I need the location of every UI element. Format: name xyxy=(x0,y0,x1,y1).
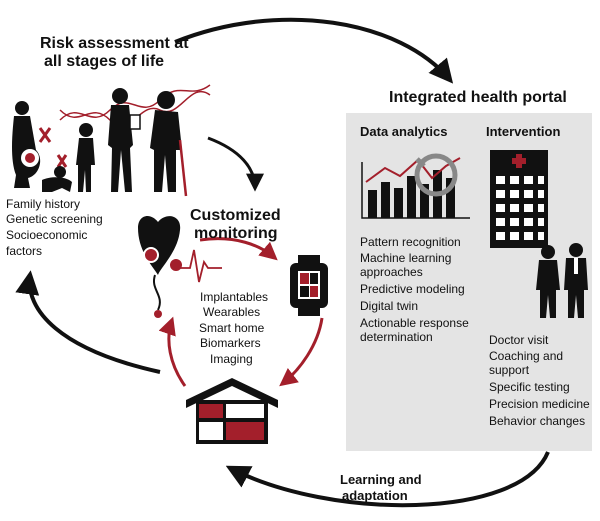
monitoring-item-imaging: Imaging xyxy=(210,352,253,366)
intervention-item-coaching: Coaching and support xyxy=(489,349,564,377)
monitoring-item-smart-home: Smart home xyxy=(199,321,265,335)
intervention-item-doctor-visit: Doctor visit xyxy=(489,333,549,347)
crawling-baby-icon xyxy=(42,166,72,192)
risk-item-genetic-screening: Genetic screening xyxy=(6,212,103,226)
monitoring-item-implantables: Implantables xyxy=(200,290,269,304)
intervention-item-precision-medicine: Precision medicine xyxy=(489,397,590,411)
analytics-item-machine-learning: Machine learning approaches xyxy=(360,251,452,279)
learning-label-line1: Learning and xyxy=(340,472,422,487)
monitoring-title-line2: monitoring xyxy=(194,225,278,242)
risk-title-line2: all stages of life xyxy=(44,53,165,70)
risk-item-factors: factors xyxy=(6,244,43,258)
monitoring-item-wearables: Wearables xyxy=(203,305,261,319)
hospital-building-icon xyxy=(490,150,548,248)
portal-title: Integrated health portal xyxy=(389,89,567,106)
elderly-man-icon xyxy=(150,91,188,197)
analytics-item-digital-twin: Digital twin xyxy=(360,299,419,313)
analytics-item-pattern-recognition: Pattern recognition xyxy=(360,235,461,249)
intervention-item-behavior-changes: Behavior changes xyxy=(489,414,586,428)
arrow-heart-to-watch xyxy=(199,237,278,261)
analytics-item-actionable-response: Actionable response determination xyxy=(360,316,469,344)
arrow-life-to-monitoring xyxy=(207,136,264,192)
arrow-home-to-risk xyxy=(15,270,161,374)
heart-implant-icon xyxy=(138,216,184,318)
adult-woman-icon xyxy=(108,88,141,192)
smartwatch-icon xyxy=(290,255,328,316)
risk-title-line1: Risk assessment at xyxy=(40,35,189,52)
pregnant-woman-icon xyxy=(12,101,41,188)
arrow-portal-to-learning xyxy=(225,451,550,508)
intervention-title: Intervention xyxy=(486,124,561,139)
learning-label-line2: adaptation xyxy=(342,488,408,503)
hospital-windows xyxy=(496,176,544,240)
analytics-item-predictive-modeling: Predictive modeling xyxy=(360,282,465,296)
arrow-home-to-heart xyxy=(158,316,187,387)
intervention-item-specific-testing: Specific testing xyxy=(489,380,570,394)
arrow-watch-to-home xyxy=(279,317,324,387)
monitoring-title-line1: Customized xyxy=(190,207,281,224)
monitoring-item-biomarkers: Biomarkers xyxy=(200,336,261,350)
chromosome-icon xyxy=(38,127,68,168)
risk-item-socioeconomic: Socioeconomic xyxy=(6,228,88,242)
analytics-bar-chart xyxy=(361,153,470,219)
doctor-patient-icon xyxy=(536,243,588,318)
risk-item-family-history: Family history xyxy=(6,197,81,211)
arrow-risk-to-portal xyxy=(174,17,454,84)
child-icon xyxy=(76,123,95,192)
analytics-title: Data analytics xyxy=(360,124,448,139)
smart-home-icon xyxy=(186,378,278,444)
ecg-trace xyxy=(180,249,222,283)
